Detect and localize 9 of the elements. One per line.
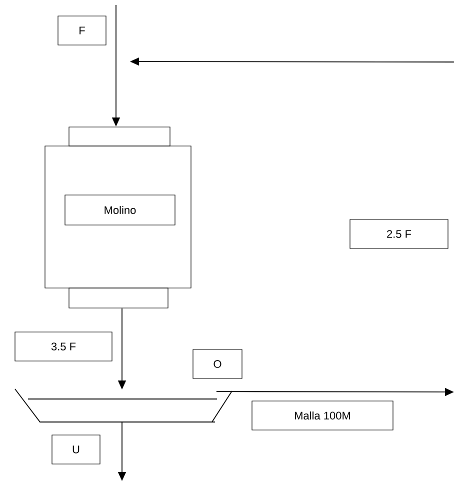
edge-label: 3.5 F [14,332,112,362]
screen-drawing [14,388,232,422]
label-box: Molino [64,194,176,226]
edge-label: F [58,16,106,46]
mill-drawing [44,126,192,308]
label-box: 2.5 F [350,219,448,249]
label-box: Malla 100M [252,400,394,430]
edge-label: O [192,349,242,379]
edge-label: U [52,434,100,464]
